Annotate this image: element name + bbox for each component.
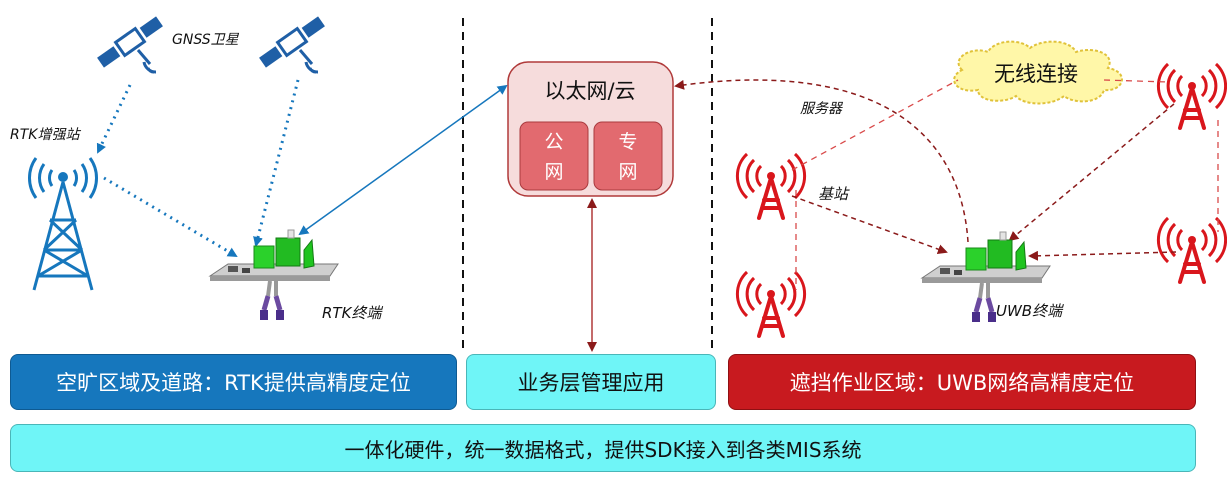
rtk-terminal-icon — [210, 230, 338, 320]
public-net-label-2: 网 — [544, 161, 563, 183]
uwb-base-station-icon — [1156, 216, 1227, 284]
uwb-base-station-icon — [735, 152, 807, 220]
uwb-base-station-icon — [1156, 62, 1227, 130]
gnss-label: GNSS卫星 — [172, 32, 240, 48]
integration-box: 一体化硬件，统一数据格式，提供SDK接入到各类MIS系统 — [10, 424, 1196, 472]
uwb-region-box: 遮挡作业区域：UWB网络高精度定位 — [728, 354, 1196, 410]
uwb-base-station-icon — [735, 270, 807, 338]
rtk-station-label: RTK增强站 — [10, 127, 81, 143]
cloud-label: 以太网/云 — [544, 79, 635, 103]
uwb-terminal-label: UWB终端 — [996, 302, 1064, 320]
business-layer-box: 业务层管理应用 — [466, 354, 716, 410]
base-station-label: 基站 — [818, 185, 850, 203]
cloud-icon — [507, 61, 674, 197]
rtk-cloud-link — [298, 84, 508, 236]
private-net-label-2: 网 — [618, 161, 637, 183]
wireless-cloud-icon — [953, 40, 1123, 105]
satellite-icon — [95, 14, 165, 74]
wireless-label: 无线连接 — [994, 62, 1078, 86]
satellite-icon — [257, 14, 327, 74]
private-net-label-1: 专 — [618, 131, 637, 153]
uwb-mesh-links — [791, 79, 1219, 290]
rtk-region-box: 空旷区域及道路：RTK提供高精度定位 — [10, 354, 457, 410]
public-net-label-1: 公 — [544, 131, 563, 153]
rtk-terminal-label: RTK终端 — [322, 304, 383, 322]
server-label: 服务器 — [800, 101, 844, 117]
rtk-tower-icon — [28, 157, 98, 291]
